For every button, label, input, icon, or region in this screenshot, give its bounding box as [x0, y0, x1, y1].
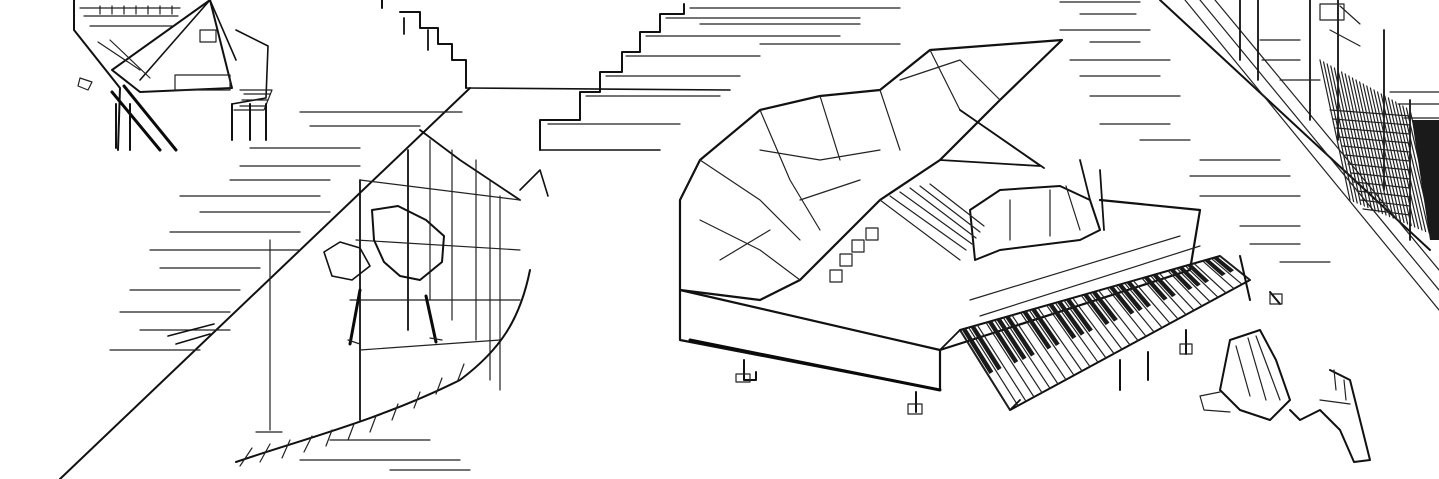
black-key	[1066, 298, 1093, 333]
black-key	[1022, 311, 1052, 350]
black-key	[1144, 276, 1168, 301]
central-staircase	[539, 3, 901, 151]
hatch-line	[1391, 99, 1423, 231]
white-key-line	[1046, 304, 1091, 368]
top-left-building	[73, 0, 273, 152]
hatch-line	[1362, 83, 1394, 219]
black-key	[1152, 274, 1176, 298]
white-key-line	[1002, 317, 1051, 389]
black-key	[996, 318, 1027, 361]
cross-hatch-line	[1335, 127, 1411, 135]
white-key-line	[1063, 299, 1107, 359]
white-key-line	[1089, 292, 1131, 346]
white-key-line	[1167, 270, 1203, 307]
white-key-line	[1072, 297, 1115, 355]
hatch-line	[1319, 59, 1351, 201]
black-key	[1187, 264, 1210, 284]
white-key-line	[1141, 277, 1179, 320]
black-key	[1083, 293, 1110, 326]
cross-hatch-line	[1338, 136, 1411, 144]
black-key	[1057, 301, 1085, 336]
white-key-line	[1080, 294, 1123, 350]
cross-hatch-line	[1350, 172, 1411, 180]
hatch-line	[1394, 101, 1427, 233]
cross-hatch-line	[1362, 208, 1411, 216]
black-key	[1118, 283, 1143, 312]
white-key-line	[1020, 312, 1067, 381]
grand-piano	[678, 38, 1283, 415]
black-key	[1048, 303, 1077, 340]
hatch-line	[1369, 87, 1402, 222]
white-key-line	[959, 329, 1011, 411]
cross-hatch-line	[1344, 154, 1411, 162]
diagonal-walkway	[59, 87, 731, 479]
black-key	[970, 325, 1002, 371]
white-key-line	[1124, 282, 1163, 329]
white-key-line	[1193, 262, 1227, 294]
black-key	[1005, 315, 1035, 357]
white-key-line	[1115, 285, 1155, 333]
hatch-line	[1326, 63, 1358, 204]
white-key-line	[1150, 275, 1187, 316]
cross-hatch-line	[1341, 145, 1411, 153]
piano-tuning-pins	[829, 227, 879, 283]
white-key-line	[1158, 272, 1195, 311]
hatch-line	[1366, 85, 1398, 221]
black-key	[1109, 286, 1135, 315]
white-key-line	[1132, 280, 1171, 324]
black-key	[1213, 256, 1235, 273]
cross-hatch-line	[1347, 163, 1411, 171]
hatch-line	[1398, 103, 1430, 234]
white-key-line	[1210, 257, 1243, 285]
piano-keyboard	[959, 255, 1251, 411]
cross-hatch-line	[1332, 118, 1411, 126]
cross-hatch-line	[1359, 199, 1411, 207]
left-staircase	[381, 0, 467, 89]
white-key-line	[976, 324, 1027, 402]
black-key	[1031, 308, 1060, 347]
white-key-line	[1106, 287, 1147, 337]
black-key	[1178, 266, 1201, 287]
cross-hatch-line	[1329, 109, 1411, 117]
hatch-line	[1384, 95, 1416, 228]
hatch-line	[1344, 73, 1376, 212]
black-key	[962, 328, 994, 374]
black-key	[1170, 269, 1193, 291]
hatch-line	[1387, 97, 1420, 230]
black-key	[1126, 281, 1152, 308]
cross-hatch-line	[1353, 181, 1411, 189]
white-key-line	[1184, 265, 1219, 298]
white-key-line	[1176, 267, 1211, 303]
right-floor-lines	[1059, 1, 1331, 263]
white-key-line	[1202, 260, 1235, 290]
right-tower	[1159, 0, 1439, 311]
white-key-line	[1054, 302, 1099, 363]
hatch-line	[1348, 75, 1380, 213]
hatch-line	[1322, 61, 1355, 203]
hatch-line	[1355, 79, 1387, 216]
black-key	[988, 320, 1019, 364]
black-key	[1204, 259, 1226, 277]
white-key-line	[1037, 307, 1083, 372]
pianist-figure	[1199, 329, 1371, 463]
hatch-line	[1340, 71, 1373, 210]
hatch-line	[1330, 65, 1362, 206]
white-key-line	[994, 319, 1043, 394]
dancer-figure	[235, 129, 549, 467]
hatch-line	[1351, 77, 1384, 215]
hatch-line	[1373, 89, 1405, 224]
white-key-line	[1011, 314, 1059, 385]
white-key-line	[968, 326, 1019, 407]
black-key	[1092, 291, 1118, 322]
cross-hatch-line	[1356, 190, 1411, 198]
white-key-line	[1098, 289, 1139, 342]
white-key-line	[1028, 309, 1075, 376]
white-key-line	[985, 322, 1035, 398]
